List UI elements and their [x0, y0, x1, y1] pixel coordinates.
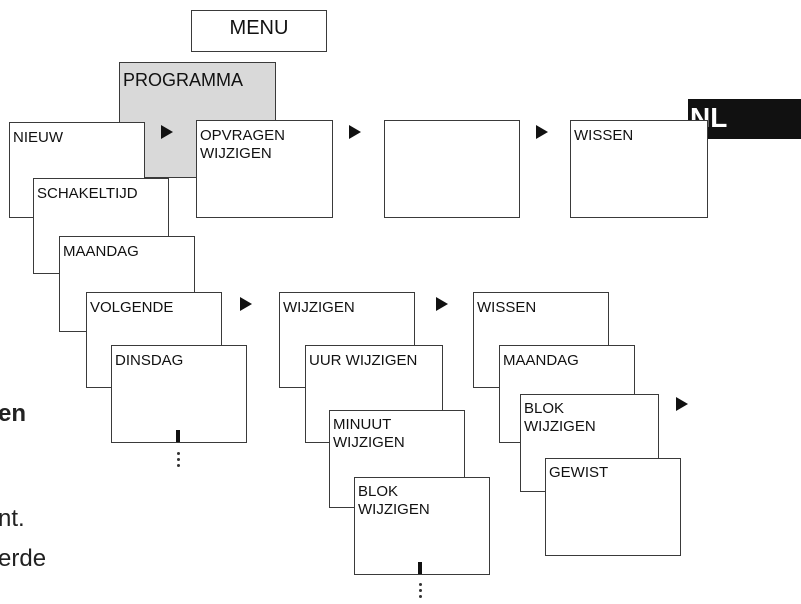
dinsdag-box: DINSDAG [111, 345, 247, 443]
cursor-marker [176, 430, 180, 442]
blank-box [384, 120, 520, 218]
edge-text-3: erde [0, 545, 47, 572]
more-dots-icon [417, 583, 423, 601]
wissen-top-box: WISSEN [570, 120, 708, 218]
arrow-right-icon [436, 297, 448, 311]
more-dots-icon [175, 452, 181, 470]
menu-box: MENU [191, 10, 327, 52]
blok-wijzigen-box: BLOK WIJZIGEN [354, 477, 490, 575]
gewist-box: GEWIST [545, 458, 681, 556]
opvragen-wijzigen-box: OPVRAGEN WIJZIGEN [196, 120, 333, 218]
arrow-right-icon [161, 125, 173, 139]
arrow-right-icon [349, 125, 361, 139]
arrow-right-icon [240, 297, 252, 311]
edge-text-2: nt. [0, 505, 25, 532]
cursor-marker [418, 562, 422, 574]
edge-text-1: en [0, 400, 27, 427]
arrow-right-icon [676, 397, 688, 411]
arrow-right-icon [536, 125, 548, 139]
